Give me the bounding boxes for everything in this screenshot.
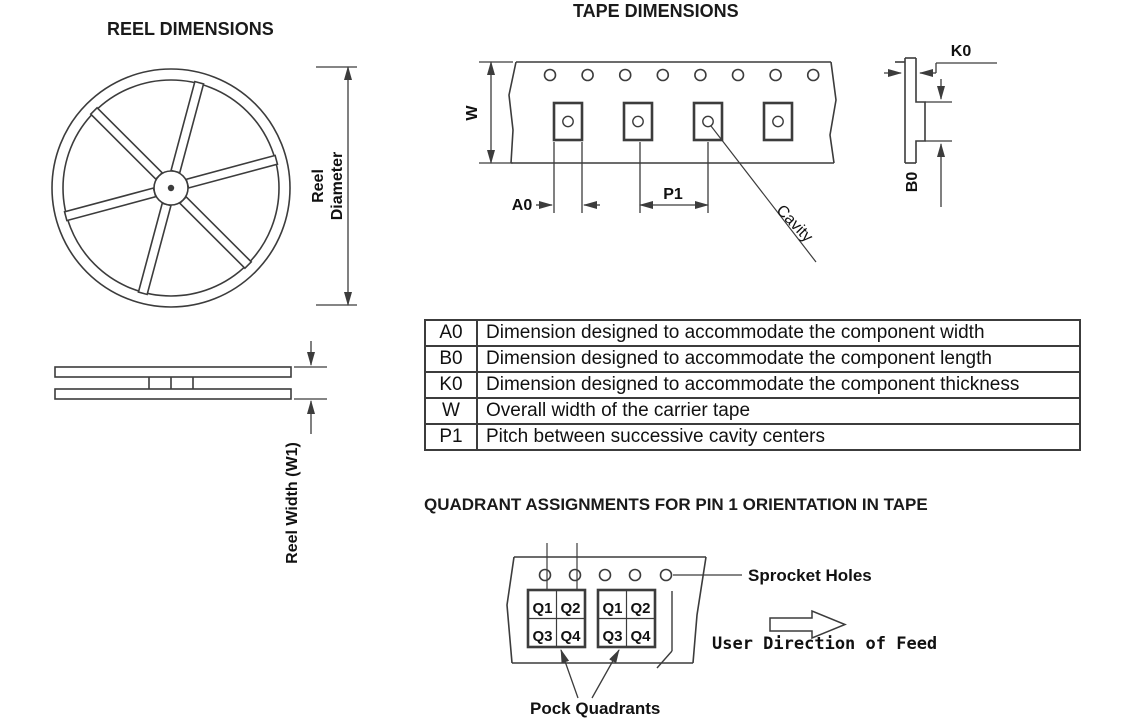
reel-dimensions-title: REEL DIMENSIONS	[107, 19, 274, 39]
reel-front-view	[51, 68, 291, 308]
reel-diameter-dimension: Reel Diameter	[310, 66, 357, 306]
quadrant-cell-dividers	[528, 590, 655, 647]
quadrant-q2-label: Q2	[560, 600, 580, 617]
carrier-tape-top-view	[508, 61, 837, 164]
quadrant-tape-right-edge	[692, 556, 707, 664]
tape-cavities	[552, 101, 794, 142]
reel-width-dimension: Reel Width (W1)	[284, 341, 327, 564]
dim-desc: Dimension designed to accommodate the co…	[476, 371, 1081, 399]
cavity-label: Cavity	[773, 202, 816, 246]
dim-code: B0	[424, 345, 478, 373]
dim-desc: Overall width of the carrier tape	[476, 397, 1081, 425]
pock-quadrants-leaders	[560, 649, 620, 699]
table-row: A0 Dimension designed to accommodate the…	[424, 319, 1081, 347]
cavity-leader-line	[710, 125, 817, 263]
feed-direction-label: User Direction of Feed	[712, 634, 937, 654]
k0-b0-dimensions: K0 B0	[884, 43, 997, 207]
reel-side-view	[54, 366, 292, 400]
tape-torn-edge-left	[508, 61, 517, 164]
reel-diameter-label-line1: Reel	[310, 169, 327, 203]
tape-dimensions-title: TAPE DIMENSIONS	[573, 1, 739, 21]
quadrant-assignments-title: QUADRANT ASSIGNMENTS FOR PIN 1 ORIENTATI…	[424, 495, 928, 514]
reel-flange-bottom	[54, 388, 292, 400]
cavity-center-holes	[562, 115, 784, 128]
quadrant-q3-label: Q3	[602, 628, 622, 645]
quadrant-q1-label: Q1	[602, 600, 622, 617]
reel-inner-rim	[62, 79, 280, 297]
reel-flange-top	[54, 366, 292, 378]
dim-desc: Pitch between successive cavity centers	[476, 423, 1081, 451]
table-row: K0 Dimension designed to accommodate the…	[424, 371, 1081, 399]
quadrant-q2-label: Q2	[630, 600, 650, 617]
a0-dimension-label: A0	[512, 197, 533, 214]
dim-code: K0	[424, 371, 478, 399]
quadrant-sprocket-holes	[538, 568, 673, 582]
quadrant-tape-left-edge	[506, 556, 515, 664]
pock-quadrants-label: Pock Quadrants	[530, 699, 660, 718]
reel-outer-rim	[51, 68, 291, 308]
quadrant-q4-label: Q4	[630, 628, 651, 645]
dimension-legend-table: A0 Dimension designed to accommodate the…	[424, 319, 1081, 451]
quadrant-q3-label: Q3	[532, 628, 552, 645]
b0-dimension-label: B0	[904, 172, 921, 193]
reel-spokes	[63, 80, 279, 296]
quadrant-q1-label: Q1	[532, 600, 552, 617]
sprocket-holes-row	[543, 68, 820, 82]
w-dimension-label: W	[464, 105, 481, 121]
table-row: P1 Pitch between successive cavity cente…	[424, 423, 1081, 451]
p1-dimension-label: P1	[663, 186, 683, 203]
sprocket-holes-label: Sprocket Holes	[748, 566, 872, 585]
k0-dimension-label: K0	[951, 43, 972, 60]
tape-side-profile	[895, 57, 926, 164]
quadrant-tape-drawing: Q1 Q2 Q3 Q4 Q1 Q2 Q3 Q4 Sprocket Holes U…	[506, 543, 937, 718]
dim-desc: Dimension designed to accommodate the co…	[476, 319, 1081, 347]
table-row: W Overall width of the carrier tape	[424, 397, 1081, 425]
tape-torn-edge-right	[829, 61, 837, 164]
dim-desc: Dimension designed to accommodate the co…	[476, 345, 1081, 373]
table-row: B0 Dimension designed to accommodate the…	[424, 345, 1081, 373]
dim-code: P1	[424, 423, 478, 451]
reel-width-label: Reel Width (W1)	[284, 442, 301, 564]
tape-section-mark	[656, 591, 673, 669]
dim-code: W	[424, 397, 478, 425]
tape-dimension-annotations: W A0 P1 Cavity	[464, 61, 817, 263]
quadrant-cell-labels: Q1 Q2 Q3 Q4 Q1 Q2 Q3 Q4	[532, 600, 651, 645]
reel-hub-center-dot	[167, 184, 175, 192]
reel-diameter-label-line2: Diameter	[329, 152, 346, 220]
feed-direction-arrow-icon	[769, 609, 847, 640]
quadrant-q4-label: Q4	[560, 628, 581, 645]
dim-code: A0	[424, 319, 478, 347]
